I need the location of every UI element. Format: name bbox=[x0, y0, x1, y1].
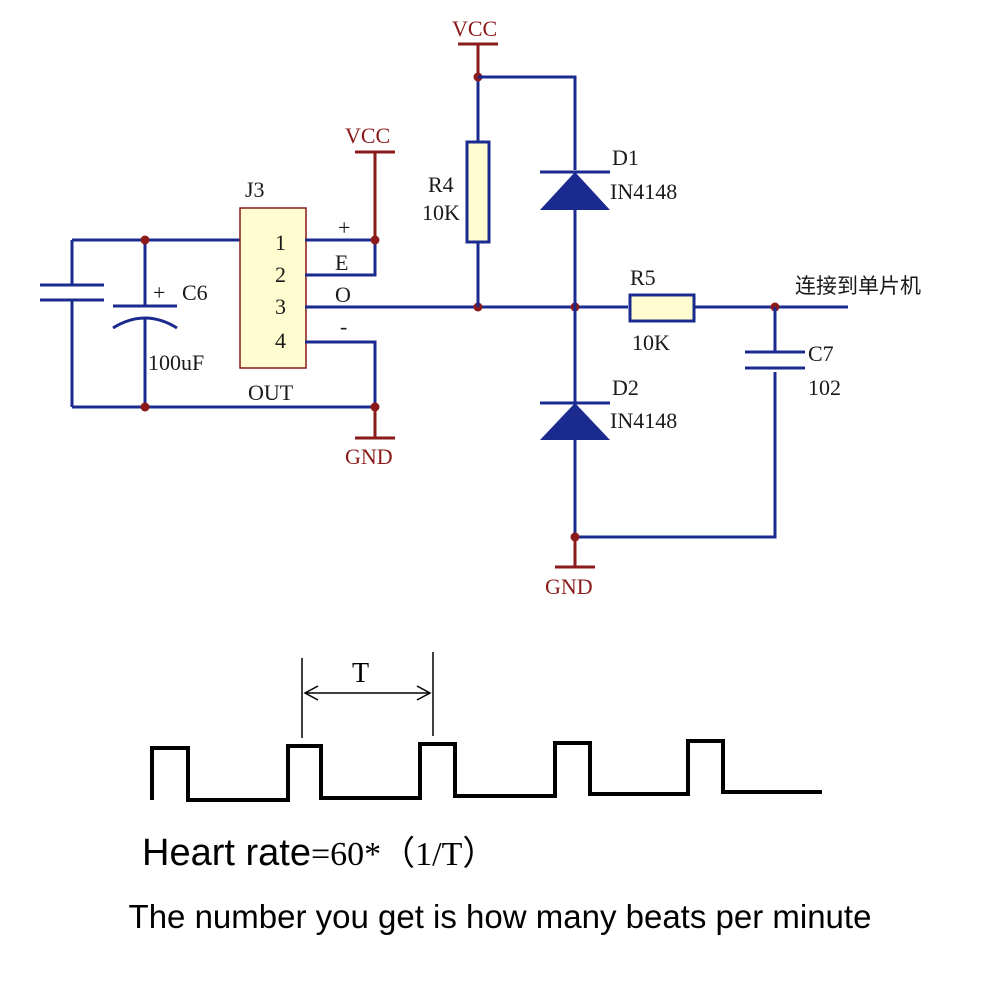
gnd-left-label: GND bbox=[345, 444, 393, 469]
gnd-right-symbol bbox=[555, 537, 595, 569]
resistor-r5 bbox=[628, 293, 696, 323]
vcc-top-label: VCC bbox=[452, 16, 497, 41]
pin-3-label: 3 bbox=[275, 294, 286, 319]
diode-d1 bbox=[540, 170, 610, 210]
r4-value-label: 10K bbox=[422, 200, 460, 225]
formula-lead-text: Heart rate bbox=[142, 832, 311, 874]
r5-value-label: 10K bbox=[632, 330, 670, 355]
mcu-connection-label: 连接到单片机 bbox=[795, 274, 921, 298]
pin-4-label: 4 bbox=[275, 328, 286, 353]
vcc-top-symbol bbox=[458, 42, 498, 77]
pulse-waveform bbox=[150, 739, 822, 802]
heart-rate-formula: Heart rate=60*（1/T） bbox=[142, 826, 496, 876]
capacitor-c7 bbox=[745, 350, 805, 370]
r4-ref-label: R4 bbox=[428, 172, 454, 197]
resistor-r4 bbox=[465, 140, 491, 244]
wire-d2 bbox=[573, 307, 777, 539]
junction-dot bbox=[140, 235, 150, 245]
signal-o-label: O bbox=[335, 282, 351, 307]
formula-expression: =60*（1/T） bbox=[310, 836, 497, 873]
pin-1-label: 1 bbox=[275, 230, 286, 255]
signal-minus-label: - bbox=[340, 314, 347, 339]
period-label: T bbox=[352, 658, 369, 689]
c7-ref-label: C7 bbox=[808, 341, 834, 366]
period-marker bbox=[301, 652, 434, 738]
pin-2-label: 2 bbox=[275, 262, 286, 287]
vcc-left-symbol bbox=[355, 150, 395, 240]
wire-top-left bbox=[70, 238, 375, 409]
c6-value-label: 100uF bbox=[148, 350, 204, 375]
connector-ref: J3 bbox=[245, 177, 265, 202]
r5-ref-label: R5 bbox=[630, 265, 656, 290]
d2-ref-label: D2 bbox=[612, 375, 639, 400]
caption-text: The number you get is how many beats per… bbox=[128, 898, 872, 935]
junction-dot bbox=[140, 402, 150, 412]
signal-e-label: E bbox=[335, 250, 348, 275]
d1-value-label: IN4148 bbox=[610, 179, 677, 204]
c6-polarity-label: + bbox=[153, 280, 165, 305]
gnd-right-label: GND bbox=[545, 574, 593, 599]
connector-j3 bbox=[239, 207, 307, 369]
vcc-left-label: VCC bbox=[345, 123, 390, 148]
connector-footer-label: OUT bbox=[248, 380, 294, 405]
wire-pin4-gnd bbox=[305, 340, 377, 407]
wire-d1 bbox=[478, 75, 577, 307]
gnd-left-symbol bbox=[355, 407, 395, 440]
capacitor-c6 bbox=[112, 240, 178, 407]
capacitor-unlabeled bbox=[40, 283, 104, 302]
diode-d2 bbox=[540, 401, 610, 440]
d2-value-label: IN4148 bbox=[610, 408, 677, 433]
signal-plus-label: + bbox=[338, 215, 350, 240]
c7-value-label: 102 bbox=[808, 375, 841, 400]
wire-pin1-pin2-vcc bbox=[305, 238, 377, 277]
c6-ref-label: C6 bbox=[182, 280, 208, 305]
d1-ref-label: D1 bbox=[612, 145, 639, 170]
